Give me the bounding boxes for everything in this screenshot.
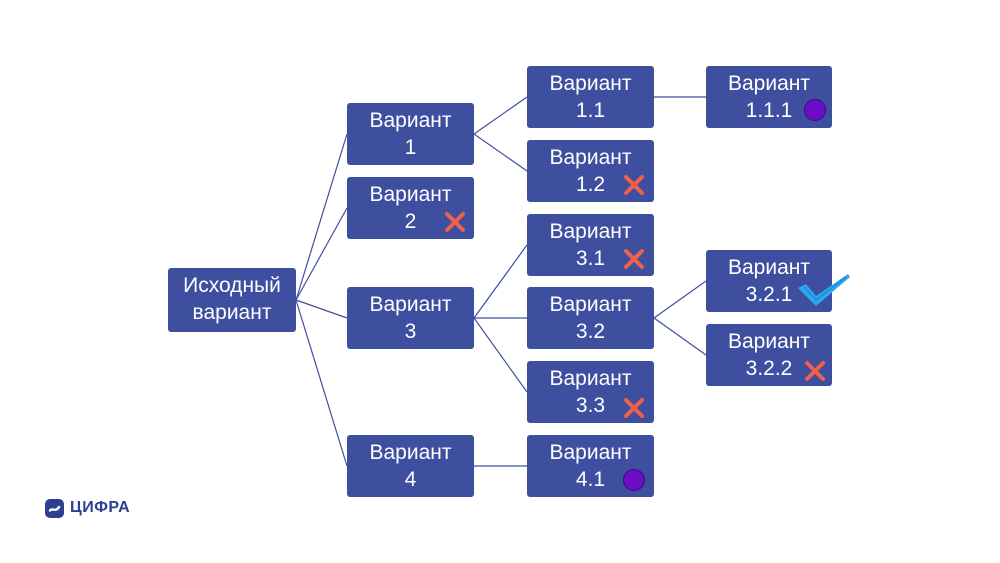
node-label-line1: Вариант (549, 220, 632, 243)
node-label-line2: 2 (404, 210, 417, 233)
node-variant-3-2: Вариант 3.2 (527, 287, 654, 349)
node-label-line2: 1.2 (575, 173, 606, 196)
node-variant-4: Вариант 4 (347, 435, 474, 497)
cross-icon (623, 174, 645, 196)
node-label-line1: Вариант (369, 109, 452, 132)
connector-root-v4 (295, 299, 348, 467)
node-variant-1-2: Вариант 1.2 (527, 140, 654, 202)
node-variant-3-2-2: Вариант 3.2.2 (706, 324, 832, 386)
node-variant-3: Вариант 3 (347, 287, 474, 349)
node-label-line2: 3.2.1 (745, 283, 793, 306)
circle-icon (623, 469, 645, 491)
node-variant-1-1-1: Вариант 1.1.1 (706, 66, 832, 128)
connector-root-v3 (295, 299, 348, 319)
node-label-line2: 1 (404, 136, 417, 159)
connector-root-v1 (295, 133, 348, 301)
connector-v3_2-v3_2_2 (653, 317, 707, 356)
connector-v3-v3_1 (473, 244, 528, 319)
node-label-line2: 3.2 (575, 320, 606, 343)
cifra-logo: ЦИФРА (45, 497, 130, 519)
node-label-line1: Вариант (369, 441, 452, 464)
node-label-line1: Вариант (369, 183, 452, 206)
node-label-line1: Вариант (549, 441, 632, 464)
cross-icon (623, 397, 645, 419)
node-label-line1: Вариант (728, 330, 810, 353)
checkmark-icon (796, 272, 852, 308)
connector-v1-v1_1 (473, 96, 528, 135)
cross-icon (623, 248, 645, 270)
cifra-logo-icon (45, 498, 64, 518)
connector-v1-v1_2 (473, 133, 528, 172)
node-label-line1: Вариант (549, 72, 632, 95)
node-label-line1: Исходный (183, 274, 281, 297)
node-variant-1-1: Вариант 1.1 (527, 66, 654, 128)
node-label-line1: Вариант (549, 367, 632, 390)
node-label-line2: 3.2.2 (745, 357, 793, 380)
node-label-line2: 4.1 (575, 468, 606, 491)
node-root-variant: Исходный вариант (168, 268, 296, 332)
node-label-line1: Вариант (549, 293, 632, 316)
node-label-line1: Вариант (728, 256, 810, 279)
node-label-line1: Вариант (549, 146, 632, 169)
node-variant-3-1: Вариант 3.1 (527, 214, 654, 276)
connector-v3-v3_3 (473, 317, 528, 393)
node-label-line2: вариант (192, 301, 272, 324)
node-label-line2: 3.3 (575, 394, 606, 417)
node-variant-4-1: Вариант 4.1 (527, 435, 654, 497)
node-variant-3-3: Вариант 3.3 (527, 361, 654, 423)
logo-text: ЦИФРА (70, 499, 131, 516)
node-variant-3-2-1: Вариант 3.2.1 (706, 250, 832, 312)
node-variant-1: Вариант 1 (347, 103, 474, 165)
circle-icon (804, 99, 826, 121)
connector-root-v2 (295, 207, 348, 301)
node-label-line1: Вариант (369, 293, 452, 316)
node-label-line2: 4 (404, 468, 417, 491)
node-label-line2: 3 (404, 320, 417, 343)
cross-icon (804, 360, 826, 382)
node-label-line2: 1.1.1 (745, 99, 793, 122)
connector-v3_2-v3_2_1 (653, 280, 707, 319)
node-variant-2: Вариант 2 (347, 177, 474, 239)
cross-icon (444, 211, 466, 233)
node-label-line2: 1.1 (575, 99, 606, 122)
node-label-line1: Вариант (728, 72, 810, 95)
node-label-line2: 3.1 (575, 247, 606, 270)
